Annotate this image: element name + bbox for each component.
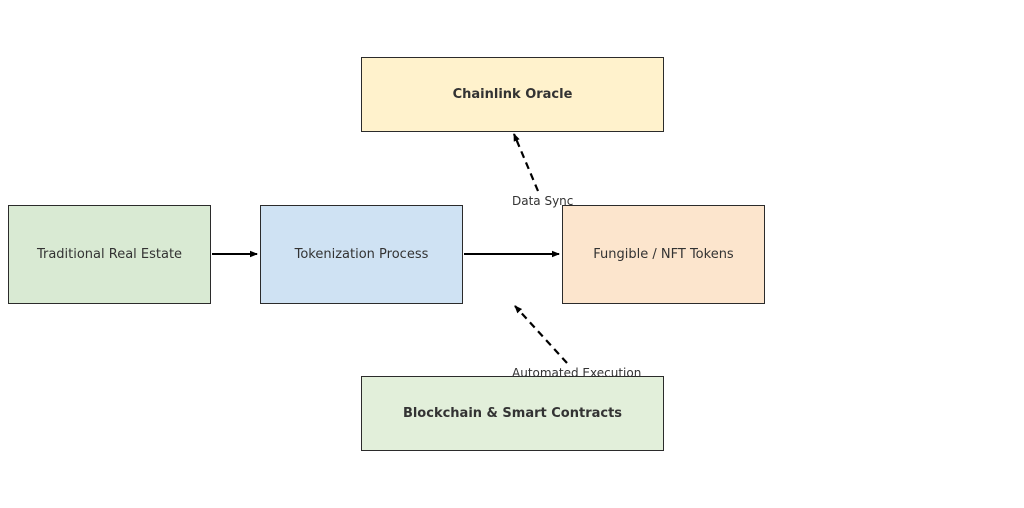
edge-label-automated-execution: Automated Execution	[512, 366, 642, 380]
node-tokenization-process: Tokenization Process	[260, 205, 463, 304]
node-chainlink-oracle-label: Chainlink Oracle	[452, 86, 573, 102]
node-chainlink-oracle: Chainlink Oracle	[361, 57, 664, 132]
node-traditional-real-estate-label: Traditional Real Estate	[36, 246, 183, 262]
node-tokenization-process-label: Tokenization Process	[294, 246, 429, 262]
arrow-data-sync	[512, 133, 540, 192]
node-fungible-nft-tokens-label: Fungible / NFT Tokens	[593, 246, 734, 262]
edge-label-data-sync: Data Sync	[512, 194, 574, 208]
node-blockchain-smart-contracts: Blockchain & Smart Contracts	[361, 376, 664, 451]
node-fungible-nft-tokens: Fungible / NFT Tokens	[562, 205, 765, 304]
node-traditional-real-estate: Traditional Real Estate	[8, 205, 211, 304]
node-blockchain-smart-contracts-label: Blockchain & Smart Contracts	[402, 405, 623, 421]
arrow-automated-execution	[514, 305, 568, 364]
